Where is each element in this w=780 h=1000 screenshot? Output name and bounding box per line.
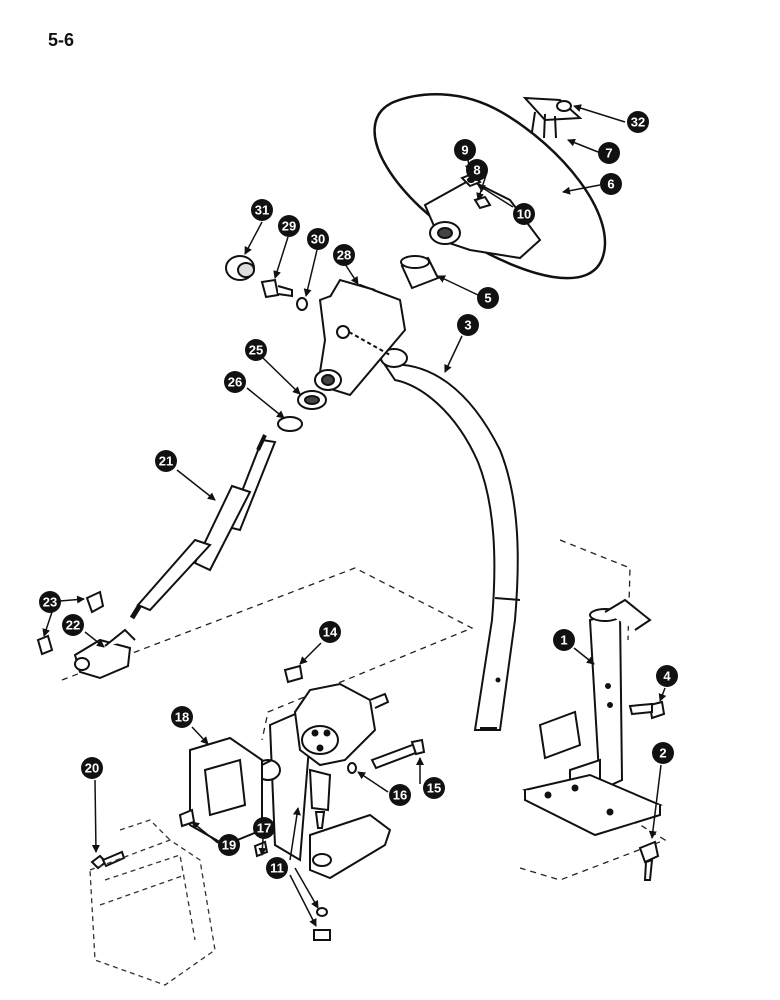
callout-label: 20 <box>85 761 99 776</box>
callout-label: 23 <box>43 595 57 610</box>
callout-32: 32 <box>627 111 649 133</box>
callout-label: 1 <box>560 633 567 648</box>
callout-label: 28 <box>337 248 351 263</box>
callout-label: 10 <box>517 207 531 222</box>
callout-19: 19 <box>218 834 240 856</box>
callout-17: 17 <box>253 817 275 839</box>
callout-label: 21 <box>159 454 173 469</box>
callout-3: 3 <box>457 314 479 336</box>
callout-label: 4 <box>663 669 671 684</box>
callout-label: 17 <box>257 821 271 836</box>
callout-7: 7 <box>598 142 620 164</box>
callout-label: 14 <box>323 625 338 640</box>
callout-30: 30 <box>307 228 329 250</box>
steering-gear-box <box>255 664 390 862</box>
callout-label: 29 <box>282 219 296 234</box>
callout-6: 6 <box>600 173 622 195</box>
callout-10: 10 <box>513 203 535 225</box>
chassis-outline <box>89 819 216 986</box>
horn-button-assembly <box>522 96 583 139</box>
plate-bolt <box>90 850 126 870</box>
callout-31: 31 <box>251 199 273 221</box>
callout-2: 2 <box>652 742 674 764</box>
cap-bolt-washer <box>225 255 308 311</box>
callout-label: 25 <box>249 343 263 358</box>
bearing-and-ring <box>277 390 327 432</box>
mounting-plate <box>178 736 273 858</box>
callout-16: 16 <box>389 784 411 806</box>
steering-shaft <box>129 434 277 620</box>
callout-20: 20 <box>81 757 103 779</box>
callout-label: 22 <box>66 618 80 633</box>
callout-15: 15 <box>423 777 445 799</box>
callout-label: 19 <box>222 838 236 853</box>
callout-14: 14 <box>319 621 341 643</box>
column-support <box>522 598 663 837</box>
callout-18: 18 <box>171 706 193 728</box>
callout-label: 16 <box>393 788 407 803</box>
callout-28: 28 <box>333 244 355 266</box>
steering-wheel <box>373 92 607 280</box>
callout-label: 31 <box>255 203 269 218</box>
callout-8: 8 <box>466 159 488 181</box>
callout-11: 11 <box>266 857 288 879</box>
callout-9: 9 <box>454 139 476 161</box>
column-bracket <box>314 278 407 397</box>
callout-21: 21 <box>155 450 177 472</box>
callout-label: 5 <box>484 291 491 306</box>
callout-label: 30 <box>311 232 325 247</box>
steering-column-tube <box>380 348 521 731</box>
callout-label: 26 <box>228 375 242 390</box>
callout-25: 25 <box>245 339 267 361</box>
pitman-arm <box>309 813 392 941</box>
callout-23: 23 <box>39 591 61 613</box>
callout-label: 3 <box>464 318 471 333</box>
universal-joint <box>36 590 136 680</box>
callout-label: 2 <box>659 746 666 761</box>
callout-label: 8 <box>473 163 480 178</box>
callout-label: 32 <box>631 115 645 130</box>
support-bolts <box>628 700 666 881</box>
callout-label: 15 <box>427 781 441 796</box>
callout-4: 4 <box>656 665 678 687</box>
bushing <box>400 255 440 290</box>
callout-label: 9 <box>461 143 468 158</box>
callout-label: 18 <box>175 710 189 725</box>
callout-1: 1 <box>553 629 575 651</box>
callout-label: 6 <box>607 177 614 192</box>
callout-29: 29 <box>278 215 300 237</box>
callout-5: 5 <box>477 287 499 309</box>
page-number: 5-6 <box>48 30 75 50</box>
callout-label: 11 <box>270 861 284 876</box>
bolt-and-nut <box>347 738 426 774</box>
callout-22: 22 <box>62 614 84 636</box>
callout-label: 7 <box>605 146 612 161</box>
callout-26: 26 <box>224 371 246 393</box>
